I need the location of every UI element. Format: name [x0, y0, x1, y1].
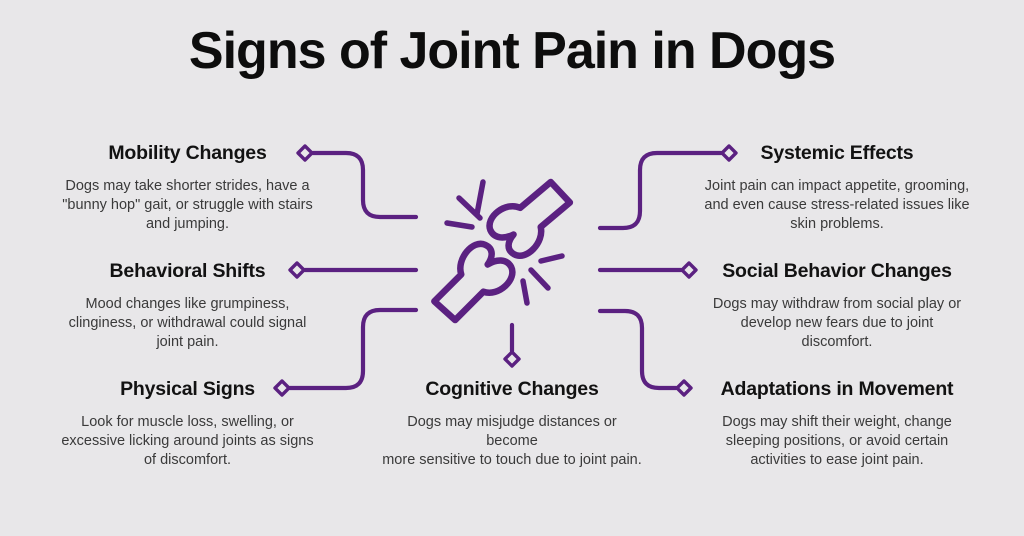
pain-rays-upper-left-icon — [444, 179, 486, 230]
section-description: Dogs may take shorter strides, have a "b… — [62, 178, 313, 232]
connector-right-top — [597, 150, 724, 231]
section-cognitive-changes: Cognitive Changes Dogs may misjudge dist… — [380, 376, 644, 470]
diamond-icon — [503, 350, 521, 368]
connector-left-bottom — [287, 307, 419, 391]
diamond-icon — [288, 261, 306, 279]
section-heading: Physical Signs — [120, 378, 255, 400]
section-description: Joint pain can impact appetite, grooming… — [704, 178, 970, 232]
connector-left-top — [310, 150, 419, 220]
section-description: Dogs may misjudge distances or become mo… — [382, 414, 642, 468]
section-heading: Systemic Effects — [760, 142, 914, 164]
diamond-icon — [720, 144, 738, 162]
section-heading: Cognitive Changes — [425, 378, 599, 400]
diamond-icon — [680, 261, 698, 279]
section-social-behavior-changes: Social Behavior Changes Dogs may withdra… — [702, 258, 972, 352]
connector-right-bottom — [597, 308, 679, 391]
section-behavioral-shifts: Behavioral Shifts Mood changes like grum… — [55, 258, 320, 352]
section-description: Dogs may withdraw from social play or de… — [712, 296, 962, 350]
bone-lower-icon — [431, 240, 516, 324]
diamond-icon — [675, 379, 693, 397]
section-heading: Behavioral Shifts — [109, 260, 266, 282]
joint-pain-icon — [431, 178, 574, 324]
section-physical-signs: Physical Signs Look for muscle loss, swe… — [55, 376, 320, 470]
section-description: Mood changes like grumpiness, clinginess… — [68, 296, 307, 350]
pain-rays-lower-right-icon — [520, 253, 565, 306]
section-heading: Mobility Changes — [108, 142, 267, 164]
infographic-title: Signs of Joint Pain in Dogs — [188, 22, 836, 80]
section-description: Dogs may shift their weight, change slee… — [722, 414, 952, 468]
section-heading: Social Behavior Changes — [722, 260, 952, 282]
diamond-icon — [273, 379, 291, 397]
section-systemic-effects: Systemic Effects Joint pain can impact a… — [702, 140, 972, 234]
bone-upper-icon — [486, 178, 574, 259]
section-mobility-changes: Mobility Changes Dogs may take shorter s… — [55, 140, 320, 234]
section-heading: Adaptations in Movement — [720, 378, 954, 400]
diamond-icon — [296, 144, 314, 162]
section-adaptations-in-movement: Adaptations in Movement Dogs may shift t… — [702, 376, 972, 470]
section-description: Look for muscle loss, swelling, or exces… — [61, 414, 314, 468]
